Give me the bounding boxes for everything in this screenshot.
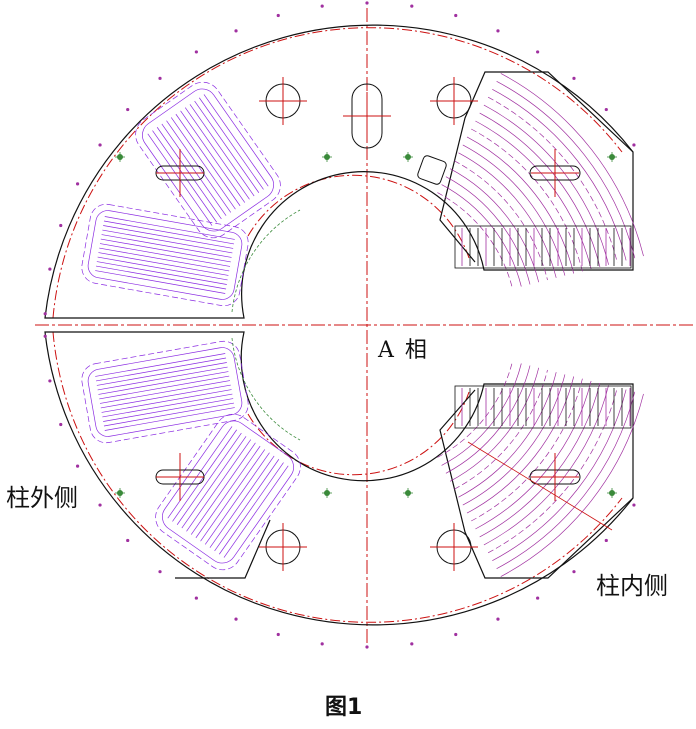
lower-yoke-cutout	[439, 389, 634, 579]
phase-label: A 相	[378, 338, 429, 363]
center-lines	[35, 8, 693, 648]
leader-lines	[467, 441, 613, 531]
green-markers	[115, 152, 617, 498]
bore-strips	[231, 209, 301, 441]
mounting-holes	[155, 83, 581, 565]
upper-plate	[44, 24, 634, 319]
diamond-hole	[417, 155, 447, 185]
winding-upper-2	[81, 203, 249, 307]
coil-block-lower	[454, 385, 632, 429]
coil-block-upper	[454, 225, 632, 269]
winding-lower-1	[81, 340, 249, 444]
winding-lower-2	[155, 413, 301, 571]
winding-right-lower	[437, 361, 644, 577]
outer-side-label: 柱外侧	[6, 484, 78, 512]
hole-crosses	[156, 77, 579, 571]
lower-plate	[44, 331, 634, 626]
winding-upper-1	[135, 81, 281, 239]
upper-plate-outline	[44, 24, 634, 319]
inner-side-label: 柱内侧	[596, 572, 668, 600]
lower-outer-cutout	[175, 519, 271, 579]
rim-dots	[43, 1, 636, 649]
lower-plate-outline	[44, 331, 634, 626]
upper-yoke-cutout	[439, 71, 634, 263]
figure-caption: 图1	[325, 695, 363, 720]
bolt-circle	[52, 27, 623, 623]
